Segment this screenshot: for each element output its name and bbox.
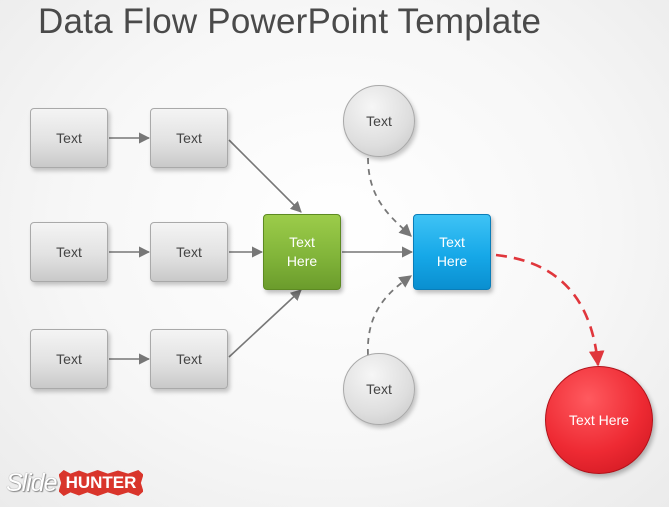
green-hub-box: Text Here xyxy=(263,214,341,290)
text-box-row3-right: Text xyxy=(150,329,228,389)
dashed-arrow-blue-to-red xyxy=(495,253,605,367)
text-box-row2-left: Text xyxy=(30,222,108,282)
text-box-row3-left: Text xyxy=(30,329,108,389)
dashed-arrow-bottom-circle xyxy=(367,275,413,356)
arrow-row3-to-green xyxy=(228,289,302,358)
logo-hunter-text: HUNTER xyxy=(58,470,144,496)
arrow-row1-to-green xyxy=(228,139,302,213)
logo-slide-text: Slide xyxy=(6,468,58,497)
text-box-row1-right: Text xyxy=(150,108,228,168)
text-box-row1-left: Text xyxy=(30,108,108,168)
blue-hub-box: Text Here xyxy=(413,214,491,290)
text-box-row2-right: Text xyxy=(150,222,228,282)
bottom-text-circle: Text xyxy=(343,353,415,425)
slidehunter-logo: Slide HUNTER xyxy=(6,466,144,500)
slide-title: Data Flow PowerPoint Template xyxy=(38,2,542,41)
top-text-circle: Text xyxy=(343,85,415,157)
dashed-arrow-top-circle xyxy=(367,157,412,237)
red-output-circle: Text Here xyxy=(545,366,653,474)
